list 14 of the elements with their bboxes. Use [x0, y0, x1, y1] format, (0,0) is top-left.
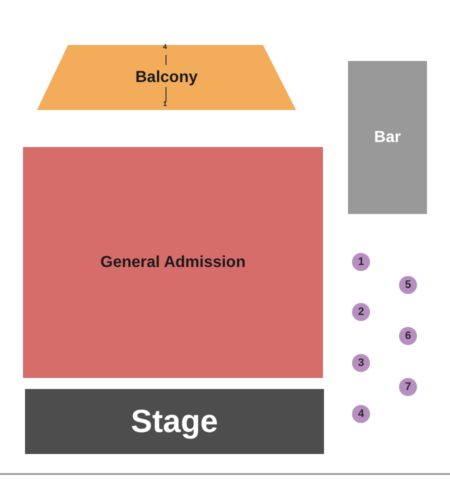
- table-marker: 5: [399, 276, 417, 294]
- table-marker: 6: [399, 327, 417, 345]
- general-admission-section: [23, 147, 323, 378]
- table-marker: 7: [399, 378, 417, 396]
- table-marker: 2: [352, 303, 370, 321]
- table-marker: 1: [352, 253, 370, 271]
- table-marker: 4: [352, 405, 370, 423]
- bar-area: [348, 61, 427, 214]
- stage: [25, 389, 324, 454]
- section-label: Stage: [130, 403, 218, 440]
- section-label: General Admission: [100, 254, 246, 272]
- table-marker: 3: [352, 354, 370, 372]
- section-label: Bar: [374, 128, 401, 146]
- section-label: Balcony: [135, 68, 198, 86]
